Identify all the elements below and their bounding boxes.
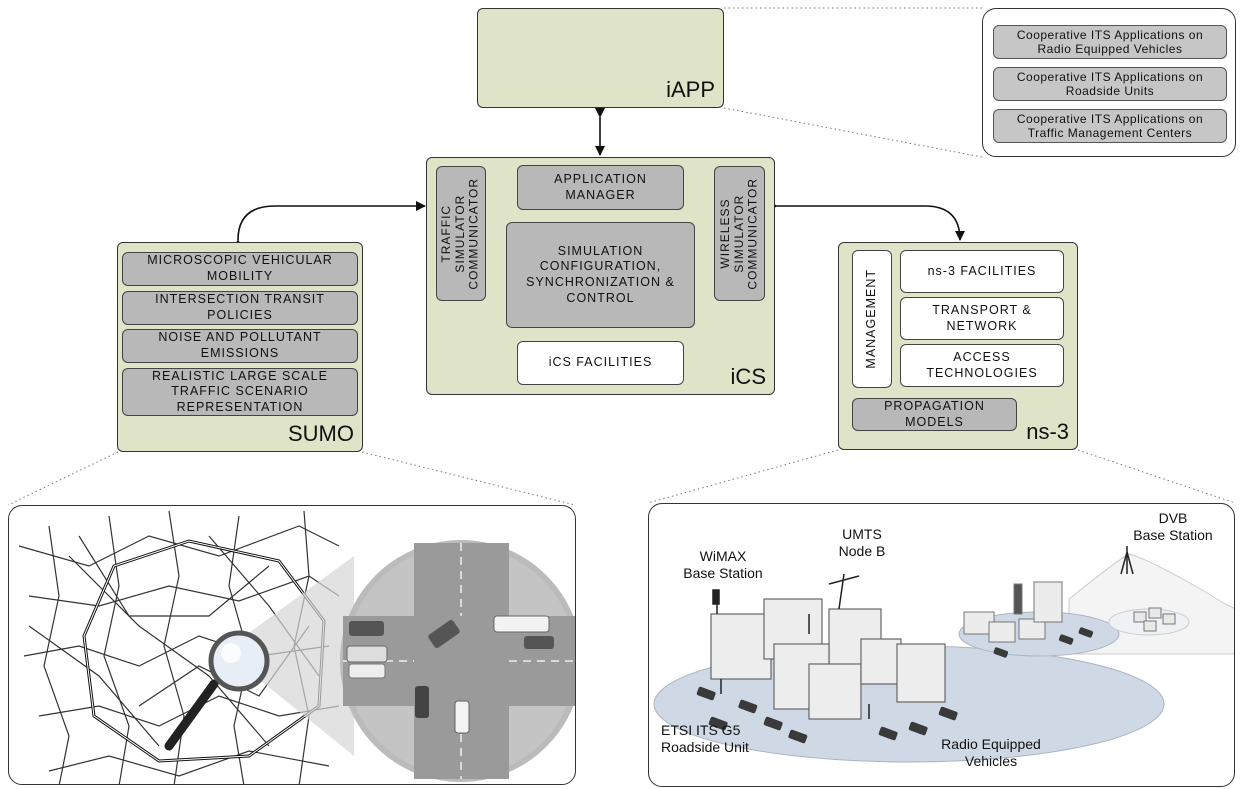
ics-title: iCS bbox=[730, 364, 766, 389]
car-icon bbox=[493, 615, 550, 633]
wireless-communicator-label: WIRELESS SIMULATOR COMMUNICATOR bbox=[717, 177, 760, 290]
umts-label: UMTS Node B bbox=[838, 526, 886, 559]
car-icon bbox=[938, 706, 958, 721]
sumo-item-mobility: MICROSCOPIC VEHICULAR MOBILITY bbox=[122, 252, 358, 286]
intersection-zoom bbox=[340, 540, 575, 782]
car-icon bbox=[908, 721, 928, 736]
ics-module: TRAFFIC SIMULATOR COMMUNICATOR APPLICATI… bbox=[426, 157, 775, 395]
ns3-facilities-label: ns-3 FACILITIES bbox=[927, 263, 1037, 278]
car-icon bbox=[1058, 634, 1074, 645]
magnifier-icon bbox=[164, 630, 270, 751]
iapp-title: iAPP bbox=[666, 77, 715, 102]
simulation-configuration: SIMULATION CONFIGURATION, SYNCHRONIZATIO… bbox=[506, 222, 695, 328]
car-icon bbox=[993, 647, 1009, 658]
car-icon bbox=[348, 663, 386, 679]
app-traffic-centers: Cooperative ITS Applications on Traffic … bbox=[993, 109, 1227, 143]
ns3-title: ns-3 bbox=[1026, 419, 1069, 444]
etsi-label: ETSI ITS G5 Roadside Unit bbox=[661, 722, 749, 755]
iapp-applications-panel: Cooperative ITS Applications on Radio Eq… bbox=[982, 8, 1236, 157]
car-icon bbox=[349, 621, 384, 636]
dvb-label: DVB Base Station bbox=[1133, 510, 1213, 543]
app-traffic-label: Cooperative ITS Applications on Traffic … bbox=[1016, 111, 1204, 140]
car-icon bbox=[738, 699, 758, 714]
wireless-simulator-communicator: WIRELESS SIMULATOR COMMUNICATOR bbox=[714, 166, 765, 301]
traffic-simulator-communicator: TRAFFIC SIMULATOR COMMUNICATOR bbox=[436, 166, 486, 301]
app-vehicles-label: Cooperative ITS Applications on Radio Eq… bbox=[1016, 27, 1204, 56]
car-icon bbox=[878, 726, 898, 741]
building-icon bbox=[988, 621, 1016, 643]
vehicles-label: Radio Equipped Vehicles bbox=[941, 736, 1041, 769]
sumo-item-intersection-label: INTERSECTION TRANSIT POLICIES bbox=[155, 292, 325, 322]
sumo-item-scenario: REALISTIC LARGE SCALE TRAFFIC SCENARIO R… bbox=[122, 368, 358, 416]
building-icon bbox=[1133, 611, 1147, 623]
building-icon bbox=[1033, 581, 1063, 623]
sumo-title: SUMO bbox=[288, 421, 354, 446]
simulation-configuration-label: SIMULATION CONFIGURATION, SYNCHRONIZATIO… bbox=[526, 243, 675, 305]
ns3-module: MANAGEMENT ns-3 FACILITIES TRANSPORT & N… bbox=[838, 242, 1078, 450]
ns3-transport-network: TRANSPORT & NETWORK bbox=[900, 297, 1064, 340]
ns3-management-label: MANAGEMENT bbox=[864, 269, 879, 369]
building-icon bbox=[1143, 620, 1157, 632]
car-icon bbox=[415, 686, 429, 718]
ns3-access-technologies: ACCESS TECHNOLOGIES bbox=[900, 344, 1064, 387]
sumo-item-emissions-label: NOISE AND POLLUTANT EMISSIONS bbox=[158, 330, 322, 360]
building-icon bbox=[896, 643, 946, 703]
sumo-module: MICROSCOPIC VEHICULAR MOBILITY INTERSECT… bbox=[117, 242, 363, 452]
map-road-network bbox=[18, 510, 575, 784]
building-icon bbox=[808, 663, 862, 720]
chimney bbox=[1013, 583, 1023, 615]
car-icon bbox=[763, 716, 783, 731]
ics-ns3-arrow bbox=[768, 201, 965, 241]
wimax-label: WiMAX Base Station bbox=[683, 548, 763, 581]
building-icon bbox=[710, 613, 772, 680]
sumo-item-scenario-label: REALISTIC LARGE SCALE TRAFFIC SCENARIO R… bbox=[152, 368, 328, 414]
sumo-map-panel bbox=[8, 505, 576, 785]
ns3-access-label: ACCESS TECHNOLOGIES bbox=[926, 349, 1038, 380]
traffic-communicator-label: TRAFFIC SIMULATOR COMMUNICATOR bbox=[439, 177, 481, 290]
zoom-wedge bbox=[224, 556, 354, 756]
wireless-scene-art bbox=[653, 546, 1234, 763]
wireless-scene-panel: WiMAX Base Station UMTS Node B DVB Base … bbox=[648, 503, 1235, 787]
building-icon bbox=[1018, 618, 1046, 640]
car-icon bbox=[788, 729, 808, 744]
sumo-item-intersection: INTERSECTION TRANSIT POLICIES bbox=[122, 291, 358, 325]
car-icon bbox=[708, 716, 728, 731]
building-icon bbox=[1162, 613, 1176, 625]
ns3-transport-label: TRANSPORT & NETWORK bbox=[932, 302, 1032, 333]
car-icon bbox=[454, 700, 470, 734]
app-vehicles: Cooperative ITS Applications on Radio Eq… bbox=[993, 25, 1227, 59]
ics-facilities-label: iCS FACILITIES bbox=[548, 355, 653, 370]
car-icon bbox=[1078, 627, 1094, 638]
ns3-management: MANAGEMENT bbox=[852, 250, 892, 388]
sumo-item-mobility-label: MICROSCOPIC VEHICULAR MOBILITY bbox=[147, 253, 333, 283]
sumo-item-emissions: NOISE AND POLLUTANT EMISSIONS bbox=[122, 329, 358, 363]
iapp-module: iAPP bbox=[477, 8, 724, 108]
building-icon bbox=[860, 638, 902, 685]
ns3-propagation-label: PROPAGATION MODELS bbox=[884, 398, 985, 429]
application-manager-label: APPLICATION MANAGER bbox=[554, 171, 647, 202]
application-manager: APPLICATION MANAGER bbox=[517, 165, 684, 210]
app-roadside-units: Cooperative ITS Applications on Roadside… bbox=[993, 67, 1227, 101]
ns3-propagation-models: PROPAGATION MODELS bbox=[852, 398, 1017, 431]
ns3-facilities: ns-3 FACILITIES bbox=[900, 250, 1064, 293]
antenna-tower-icon bbox=[1120, 546, 1134, 575]
car-icon bbox=[346, 645, 388, 663]
sumo-ics-arrow bbox=[232, 201, 426, 250]
car-icon bbox=[428, 620, 460, 648]
app-roadside-label: Cooperative ITS Applications on Roadside… bbox=[1016, 69, 1204, 98]
car-icon bbox=[524, 636, 554, 649]
building-icon bbox=[1148, 607, 1162, 619]
car-icon bbox=[696, 686, 716, 701]
ics-facilities: iCS FACILITIES bbox=[517, 341, 684, 385]
